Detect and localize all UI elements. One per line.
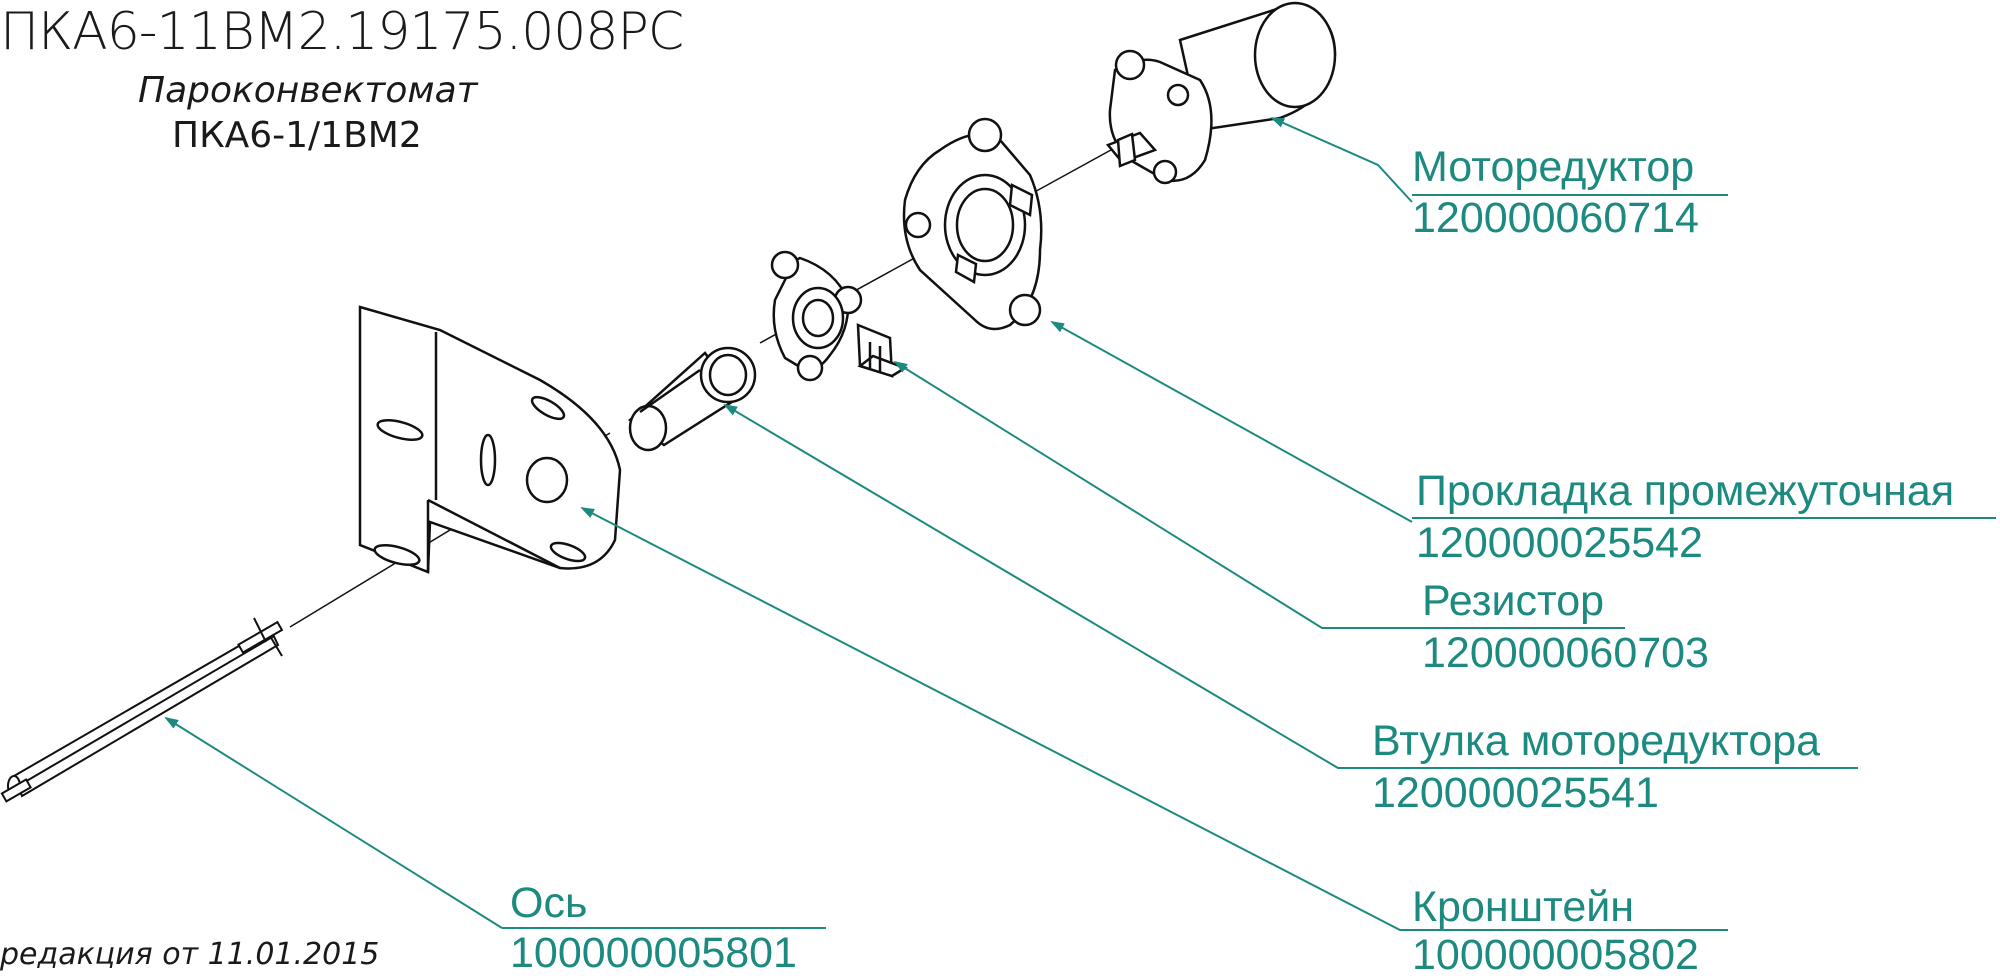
label-bushing-name: Втулка моторедуктора <box>1372 717 1821 765</box>
label-motor-code: 120000060714 <box>1412 194 1699 242</box>
leader-resistor <box>893 360 1422 629</box>
document-code: ПКА6-11ВМ2.19175.008РС <box>0 2 684 62</box>
label-resistor-name: Резистор <box>1422 577 1605 625</box>
bushing-drawing <box>628 346 757 452</box>
motor-reducer-drawing <box>1105 1 1337 185</box>
resistor-drawing <box>770 250 908 382</box>
label-resistor-code: 120000060703 <box>1422 629 1709 677</box>
leader-motor <box>1270 117 1413 203</box>
leader-axis <box>164 716 503 929</box>
product-model: ПКА6-1/1ВМ2 <box>172 115 422 156</box>
label-motor-name: Моторедуктор <box>1412 143 1695 191</box>
leader-bushing <box>723 403 1372 769</box>
label-bracket-code: 100000005802 <box>1412 931 1699 979</box>
leader-lines <box>164 117 1996 931</box>
axis-shaft-drawing <box>0 617 284 803</box>
leader-bracket <box>580 507 1412 931</box>
label-axis-code: 100000005801 <box>510 929 797 977</box>
edition-date: редакция от 11.01.2015 <box>0 937 380 972</box>
label-bracket-name: Кронштейн <box>1412 883 1635 931</box>
product-name: Пароконвектомат <box>138 70 478 111</box>
gasket-drawing <box>902 117 1043 331</box>
label-gasket-name: Прокладка промежуточная <box>1416 467 1955 515</box>
leader-gasket <box>1050 321 1413 523</box>
bracket-drawing <box>358 305 622 574</box>
label-axis-name: Ось <box>510 879 588 927</box>
label-gasket-code: 120000025542 <box>1416 519 1703 567</box>
label-bushing-code: 120000025541 <box>1372 769 1659 817</box>
